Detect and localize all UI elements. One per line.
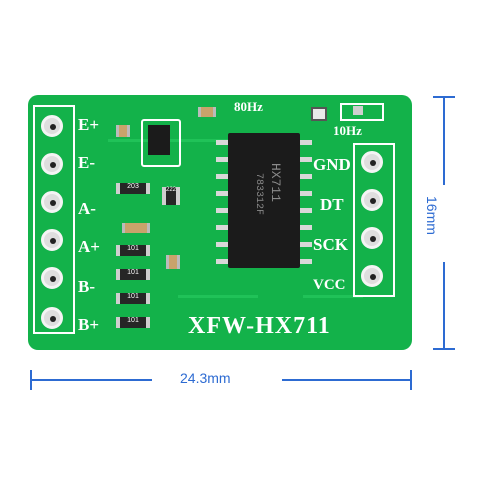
transistor-outline [141,119,181,167]
rate-jumper-pad [353,106,363,115]
width-dimension-line-left [32,379,152,381]
chip-leg [300,174,312,179]
chip-leg [216,242,228,247]
capacitor [122,223,150,233]
pin-pad-b-plus [41,307,63,329]
chip-marking-line1: HX711 [268,163,283,203]
resistor-101-a: 101 [116,245,150,256]
pin-label-b-minus: B- [78,277,95,296]
resistor-203: 203 [116,183,150,194]
chip-leg [216,174,228,179]
width-dimension-line-right [282,379,410,381]
pin-pad-a-plus [41,229,63,251]
pin-label-e-plus: E+ [78,115,100,134]
rate-label-80hz: 80Hz [234,99,263,114]
pin-pad-a-minus [41,191,63,213]
pin-pad-e-minus [41,153,63,175]
pin-pad-b-minus [41,267,63,289]
pin-label-e-minus: E- [78,153,95,172]
rate-label-10hz: 10Hz [333,123,362,138]
rate-jumper-80hz [311,107,327,121]
pin-label-a-plus: A+ [78,237,100,256]
chip-leg [300,242,312,247]
chip-leg [300,225,312,230]
pin-pad-sck [361,227,383,249]
capacitor [116,125,130,137]
chip-leg [216,208,228,213]
pin-pad-dt [361,189,383,211]
chip-leg [300,208,312,213]
chip-leg [216,191,228,196]
resistor-101-b: 101 [116,269,150,280]
width-dimension-tick-left [30,370,32,390]
height-dimension-tick-top [433,96,455,98]
pcb-board: E+ E- A- A+ B- B+ GND DT SCK VCC 80Hz 10… [28,95,412,350]
chip-leg [216,140,228,145]
chip-leg [300,259,312,264]
pcb-trace [303,295,363,298]
right-pin-header [353,143,395,297]
chip-leg [300,157,312,162]
pin-pad-e-plus [41,115,63,137]
height-dimension-label: 16mm [424,196,440,235]
left-pin-header [33,105,75,334]
capacitor [166,255,180,269]
chip-leg [216,157,228,162]
capacitor [198,107,216,117]
resistor-222: 222 [162,187,180,205]
chip-leg [216,259,228,264]
pin-label-gnd: GND [313,155,351,174]
width-dimension-label: 24.3mm [180,370,231,386]
pin-label-sck: SCK [313,235,348,254]
board-model-label: XFW-HX711 [188,313,331,339]
pin-label-a-minus: A- [78,199,96,218]
chip-marking-line2: 783312F [253,173,264,216]
height-dimension-line-bottom [443,262,445,348]
pin-pad-vcc [361,265,383,287]
transistor [148,125,170,155]
chip-leg [300,140,312,145]
pin-label-vcc: VCC [313,277,346,293]
pin-label-b-plus: B+ [78,315,100,334]
pcb-trace [178,295,258,298]
resistor-101-d: 101 [116,317,150,328]
rate-jumper-10hz [340,103,384,121]
pcb-trace [108,139,248,142]
chip-leg [216,225,228,230]
width-dimension-tick-right [410,370,412,390]
height-dimension-tick-bottom [433,348,455,350]
chip-leg [300,191,312,196]
hx711-chip: HX711 783312F [228,133,300,268]
pin-label-dt: DT [320,195,344,214]
resistor-101-c: 101 [116,293,150,304]
height-dimension-line-top [443,97,445,185]
pin-pad-gnd [361,151,383,173]
